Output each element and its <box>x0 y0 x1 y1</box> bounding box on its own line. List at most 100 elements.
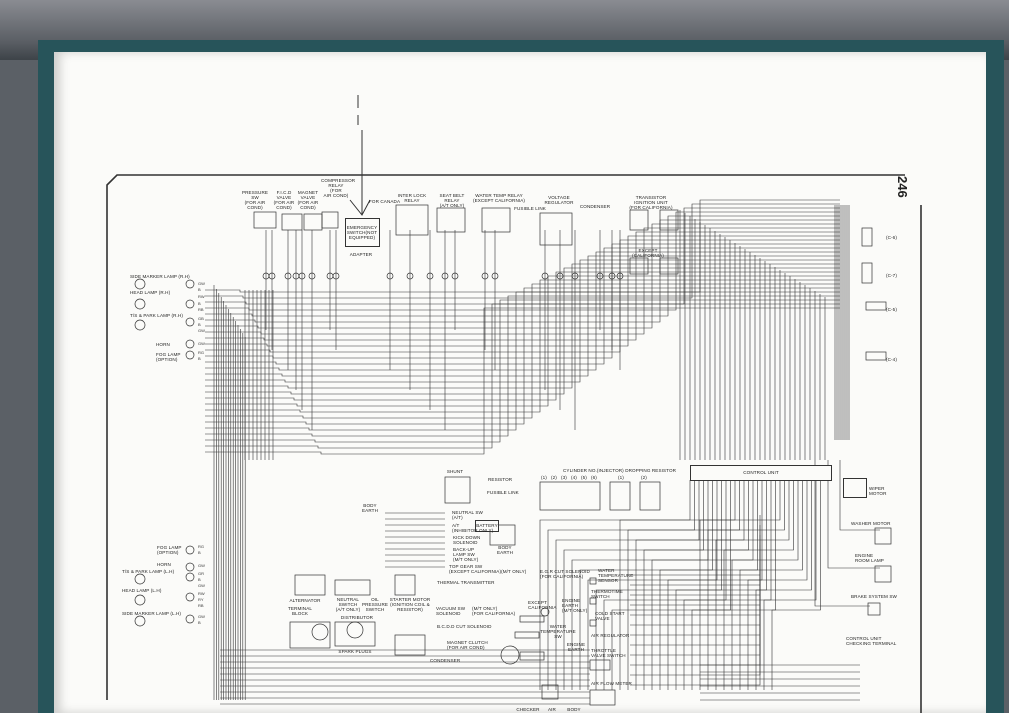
air-regulator-label: AIR REGULATOR <box>591 633 630 638</box>
wire-code: B <box>198 550 201 555</box>
wire <box>205 251 840 371</box>
thermotime-label: THERMOTIME SWITCH <box>591 589 623 599</box>
side-marker-lh-label: SIDE MARKER LAMP (L.H) <box>122 611 182 616</box>
cylinder-3: (3) <box>561 475 567 480</box>
wire <box>205 203 840 299</box>
cold-start-label: COLD START VALVE <box>595 611 625 621</box>
connector-symbol <box>308 272 316 280</box>
wire <box>739 480 803 690</box>
component-outline <box>281 213 303 231</box>
wire <box>839 460 880 531</box>
park-lamp-rh-label: T/S & PARK LAMP (R.H) <box>130 313 183 318</box>
component-outline <box>589 577 597 585</box>
water-temp-sensor-label: WATER TEMPERATURE SENSOR <box>598 568 634 583</box>
component-outline <box>289 621 331 649</box>
connector-symbol <box>185 592 195 602</box>
connector-symbol <box>616 272 624 280</box>
starter-motor-label: STARTER MOTOR (IGNITION COIL & RESISTOR) <box>389 597 431 612</box>
neutral-switch-label: NEUTRAL SWITCH (A/T ONLY) <box>335 597 361 612</box>
connector-symbol <box>608 272 616 280</box>
condenser-engine-label: CONDENSER <box>430 658 461 663</box>
pressure-sw-label: PRESSURE SW (FOR AIR COND) <box>241 190 269 210</box>
park-lamp-lh-label: T/S & PARK LAMP (L.H) <box>122 569 175 574</box>
wire <box>630 535 761 596</box>
checker-label: CHECKER <box>516 707 540 712</box>
head-lamp-rh-label: HEAD LAMP (R.H) <box>130 290 171 295</box>
wire <box>205 283 840 419</box>
vacuum-note-label: (M/T ONLY) (FOR CALIFORNIA) <box>472 606 516 616</box>
control-unit-label: CONTROL UNIT <box>743 470 779 475</box>
component-outline <box>861 227 873 247</box>
connector-symbol <box>134 278 146 290</box>
wire <box>539 480 691 690</box>
engine-earth-mt-label: ENGINE EARTH (M/T ONLY) <box>562 598 588 613</box>
wire <box>205 235 840 347</box>
wire-code: GW <box>198 341 205 346</box>
connector-c5: (C-5) <box>886 307 897 312</box>
connector-symbol <box>491 272 499 280</box>
connector-symbol <box>500 645 520 665</box>
fog-lamp-lh-label: FOG LAMP (OPTION) <box>157 545 182 555</box>
wire <box>205 247 840 365</box>
wire <box>205 295 840 437</box>
wire <box>205 271 840 401</box>
alternator-label: ALTERNATOR <box>289 598 321 603</box>
connector-symbol <box>441 272 449 280</box>
connector-symbol <box>540 607 550 617</box>
wire-code: GW <box>198 281 205 286</box>
component-outline <box>589 659 611 671</box>
engine-earth-label: ENGINE EARTH <box>566 642 586 652</box>
component-outline <box>539 481 601 511</box>
terminal-block-label: TERMINAL BLOCK <box>287 606 313 616</box>
connector-symbol <box>311 623 329 641</box>
resistor-label: RESISTOR <box>488 477 513 482</box>
adapter-label: ADAPTER <box>349 252 373 257</box>
wire-code: GW <box>198 328 205 333</box>
wire-code: RW <box>198 294 205 299</box>
wire <box>763 480 817 690</box>
body-earth-label: BODY EARTH <box>362 503 378 513</box>
wire <box>563 480 704 690</box>
component-outline <box>294 574 326 596</box>
component-outline <box>395 204 429 236</box>
wire <box>205 303 840 449</box>
wire <box>827 460 880 569</box>
wire <box>691 480 776 690</box>
component-outline <box>436 207 466 233</box>
component-outline <box>609 481 631 511</box>
wire <box>643 480 749 690</box>
connector-symbol <box>185 350 195 360</box>
connector-symbol <box>185 545 195 555</box>
wire <box>619 480 736 690</box>
water-temp-relay-label: WATER TEMP RELAY (EXCEPT CALIFORNIA) <box>472 193 526 203</box>
magnet-clutch-label: MAGNET CLUTCH (FOR AIR COND) <box>447 640 488 650</box>
wire-code: GW <box>198 614 205 619</box>
wire-code: GW <box>198 583 205 588</box>
connector-symbol <box>481 272 489 280</box>
fusible-link-label: FUSIBLE LINK <box>514 206 546 211</box>
wire-code: RG <box>198 544 204 549</box>
wire <box>205 211 840 311</box>
cylinder-1: (1) <box>541 475 547 480</box>
connector-symbol <box>298 272 306 280</box>
wire-code: B <box>198 322 201 327</box>
connector-symbol <box>451 272 459 280</box>
wire <box>611 480 731 690</box>
connector-symbol <box>185 572 195 582</box>
except-california-engine-label: EXCEPT CALIFORNIA <box>528 600 557 610</box>
magnet-valve-label: MAGNET VALVE (FOR AIR COND) <box>297 190 319 210</box>
connector-symbol <box>346 621 364 639</box>
wire-code: RW <box>198 591 205 596</box>
body-earth-2-label: BODY EARTH <box>497 545 513 555</box>
component-outline <box>659 257 679 275</box>
connector-symbol <box>185 562 195 572</box>
fico-valve-label: F.I.C.D VALVE (FOR AIR COND) <box>273 190 295 210</box>
connector-symbol <box>268 272 276 280</box>
air-label: AIR <box>548 707 556 712</box>
resistor-group-1: (1) <box>618 475 624 480</box>
fusible-link-engine-label: FUSIBLE LINK <box>487 490 519 495</box>
component-outline <box>589 597 597 605</box>
wire <box>595 480 722 690</box>
wire <box>771 480 821 690</box>
component-outline <box>629 209 649 231</box>
